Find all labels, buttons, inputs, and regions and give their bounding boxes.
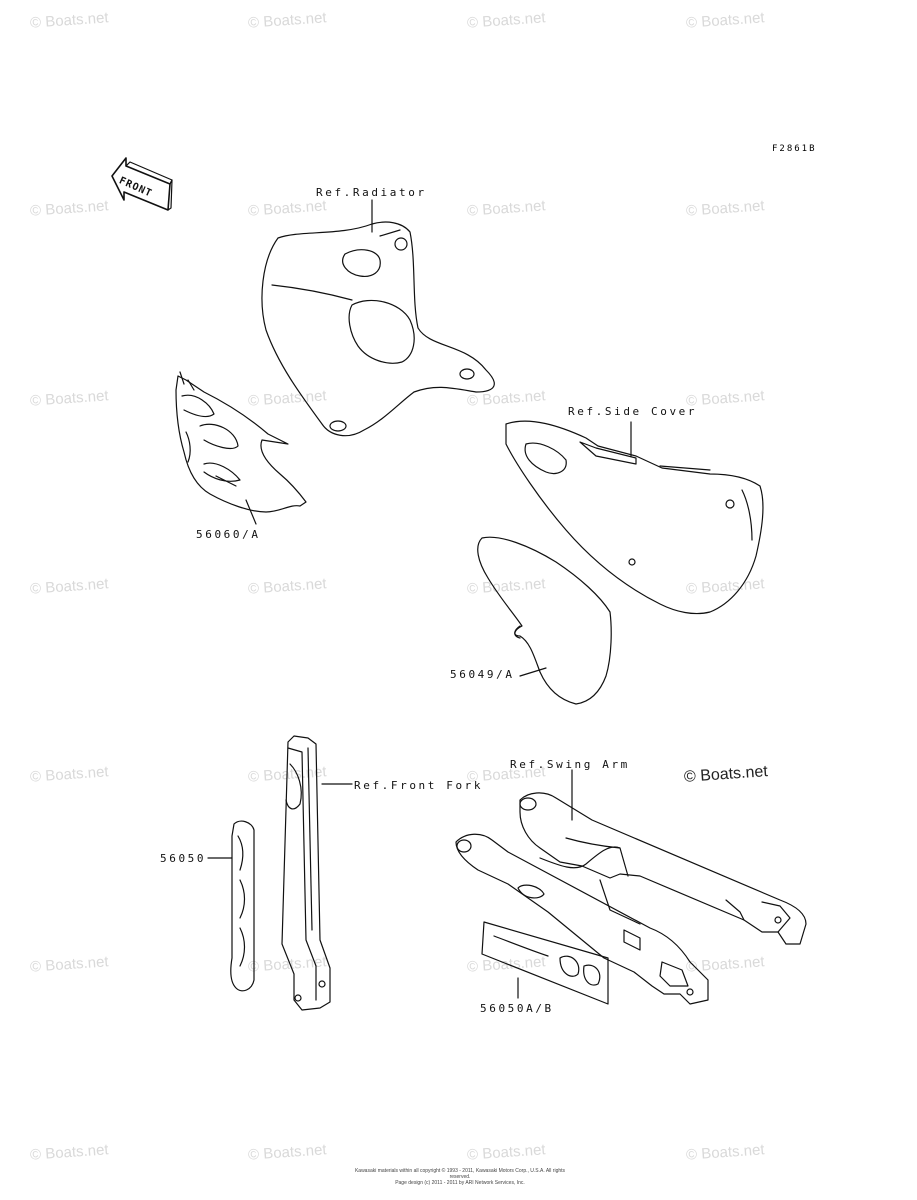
side-cover [505, 420, 764, 615]
radiator-shroud [261, 199, 495, 437]
side-cover-decal [477, 536, 612, 705]
callout-56050: 56050 [160, 852, 207, 865]
front-fork-guard [281, 735, 353, 1011]
callout-ref-radiator: Ref.Radiator [316, 186, 427, 199]
figure-code: F2861B [772, 144, 817, 154]
swing-arm [455, 769, 807, 1005]
callout-56060a: 56060/A [196, 528, 261, 541]
radiator-shroud-decal [175, 371, 307, 525]
front-arrow-icon [111, 157, 173, 211]
footer-line-1: Kawasaki materials within all copyright … [354, 1168, 566, 1180]
swing-arm-decal [481, 921, 609, 1005]
fork-guard-decal [207, 820, 255, 992]
callout-56050ab: 56050A/B [480, 1002, 554, 1015]
callout-56049a: 56049/A [450, 668, 515, 681]
callout-ref-front-fork: Ref.Front Fork [354, 779, 484, 792]
callout-ref-side-cover: Ref.Side Cover [568, 405, 698, 418]
footer: Kawasaki materials within all copyright … [350, 1168, 570, 1186]
footer-line-2: Page design (c) 2011 - 2011 by ARI Netwo… [395, 1180, 525, 1186]
callout-ref-swing-arm: Ref.Swing Arm [510, 758, 630, 771]
